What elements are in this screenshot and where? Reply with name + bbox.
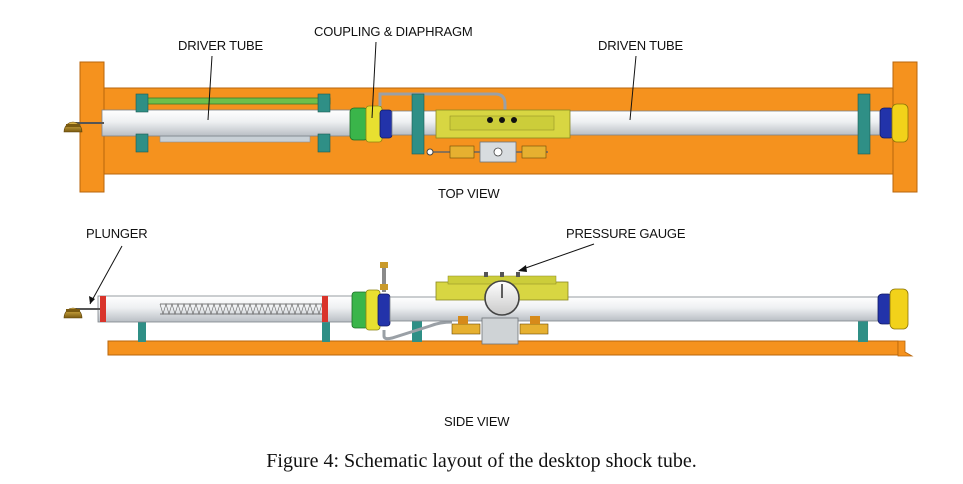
side-gauge-bolts [484,272,520,277]
leader-pressure-gauge-arrow [518,265,527,272]
side-view [63,262,914,357]
side-driver-tube [97,295,361,323]
top-driver-tube [101,109,353,137]
top-valve-assembly [426,141,548,163]
top-pressure-line [378,92,507,112]
leader-driven-tube [629,55,637,121]
top-driven-clamp-left [411,93,425,155]
top-plunger-knob-base [66,124,80,127]
side-base-flange [897,340,914,357]
top-driver-clamp-left [135,93,149,153]
top-gauge-bolt-3 [511,117,517,123]
label-pressure-gauge: PRESSURE GAUGE [566,226,686,241]
top-driven-end-cap [879,103,909,143]
side-driver-red-band-right [322,296,328,322]
side-valve-block [481,317,519,345]
side-coupling [351,262,391,331]
top-driver-lower-plate [159,135,311,143]
top-driver-rod [139,97,331,105]
side-spring-coil [159,302,326,316]
label-top-view: TOP VIEW [438,186,500,201]
side-pressure-line [382,320,453,341]
leader-plunger [89,245,123,305]
side-plunger-knob-base [66,309,80,312]
label-driver-tube: DRIVER TUBE [178,38,263,53]
top-gauge-bolt-2 [499,117,505,123]
top-gauge-bolt-1 [487,117,493,123]
side-valve-right [519,316,549,335]
label-coupling-diaphragm: COUPLING & DIAPHRAGM [314,24,473,39]
top-view [63,61,918,193]
top-driver-clamp-right [317,93,331,153]
label-driven-tube: DRIVEN TUBE [598,38,683,53]
side-driver-red-band-left [100,296,106,322]
top-frame-left-end [79,61,105,193]
leader-coupling [371,41,377,119]
label-plunger: PLUNGER [86,226,147,241]
leader-pressure-gauge [519,243,595,271]
top-driven-clamp-right [857,93,871,155]
leader-driver-tube [207,55,213,121]
side-support-1 [138,322,146,342]
side-support-2 [322,322,330,342]
figure-caption: Figure 4: Schematic layout of the deskto… [266,450,697,472]
leader-plunger-arrow [89,296,95,304]
side-valve-left [451,316,481,335]
label-side-view: SIDE VIEW [444,414,510,429]
top-coupling-diaphragm [349,105,393,143]
side-driven-end-cap [877,288,909,330]
